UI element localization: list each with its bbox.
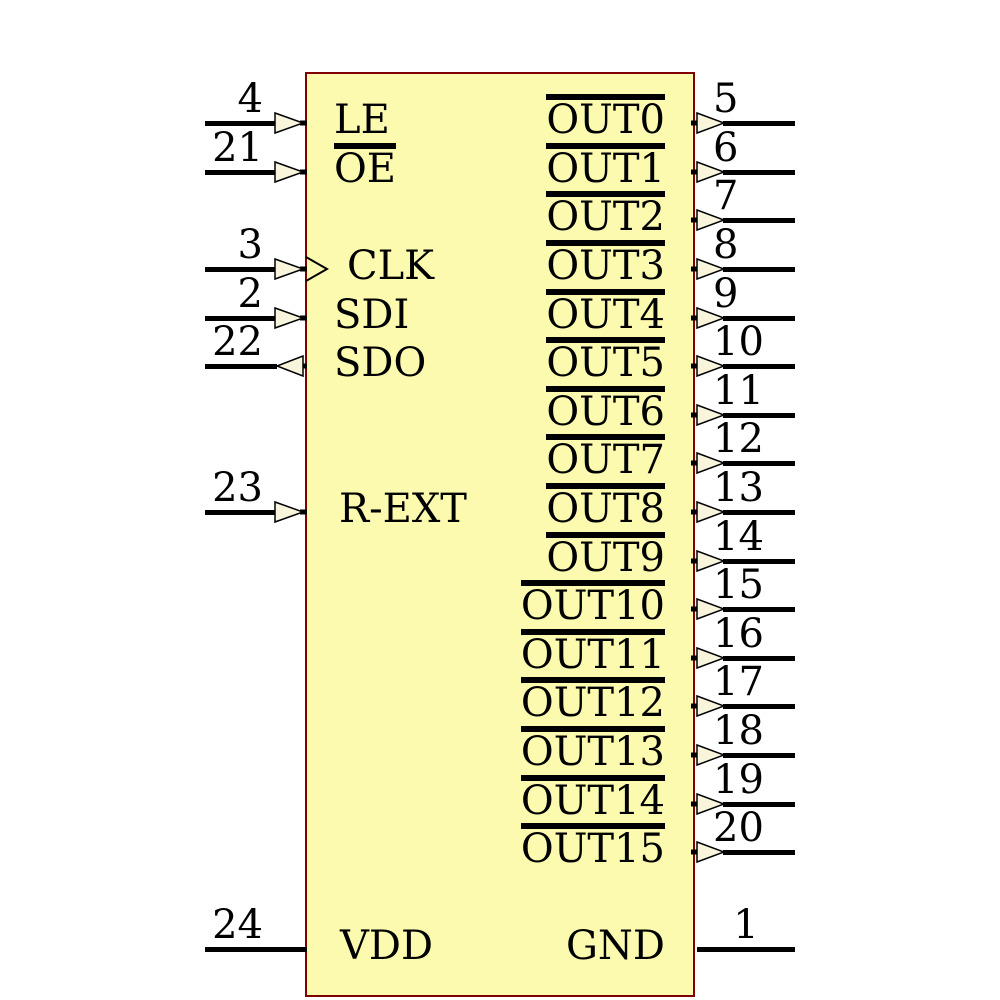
pin-label: SDI (334, 292, 410, 338)
pin-label: OUT14 (520, 775, 666, 824)
pin-number: 3 (237, 222, 263, 268)
output-arrow-icon (691, 208, 725, 232)
pin-number: 10 (713, 319, 764, 365)
pin-number: 5 (713, 76, 739, 122)
pin-label: OUT6 (546, 386, 665, 435)
pin-number: 2 (237, 271, 263, 317)
output-arrow-icon (691, 403, 725, 427)
pin-number: 14 (713, 514, 764, 560)
pin-wire (723, 606, 795, 612)
pin-number: 13 (713, 465, 764, 511)
output-arrow-icon (691, 792, 725, 816)
clock-chevron-icon (305, 256, 329, 282)
pin-label: CLK (347, 243, 435, 289)
pin-label: GND (565, 923, 665, 969)
pin-number: 12 (713, 416, 764, 462)
pin-wire (205, 266, 277, 272)
pin-label: OUT4 (546, 289, 665, 338)
pin-label: OUT8 (546, 483, 665, 532)
pin-number: 23 (212, 465, 263, 511)
pin-wire (723, 120, 795, 126)
input-arrow-icon (274, 500, 307, 524)
pin-wire (723, 460, 795, 466)
pin-number: 1 (733, 902, 759, 948)
output-arrow-icon (691, 257, 725, 281)
pin-wire (723, 655, 795, 661)
pin-number: 16 (713, 611, 764, 657)
pin-number: 22 (212, 319, 263, 365)
input-arrow-icon (274, 111, 307, 135)
pin-label: SDO (334, 340, 427, 386)
output-arrow-icon (691, 306, 725, 330)
pin-label: OUT2 (546, 191, 665, 240)
pin-wire (723, 169, 795, 175)
pin-wire (205, 169, 277, 175)
output-arrow-icon (691, 743, 725, 767)
pin-label: OUT0 (546, 94, 665, 143)
pin-number: 8 (713, 222, 739, 268)
pin-number: 15 (713, 562, 764, 608)
pin-label: OUT7 (546, 434, 665, 483)
pin-label: OUT15 (520, 823, 666, 872)
pin-number: 19 (713, 757, 764, 803)
pin-number: 7 (713, 173, 739, 219)
pin-wire (723, 217, 795, 223)
pin-wire (205, 120, 277, 126)
output-arrow-icon (691, 597, 725, 621)
pin-wire (723, 412, 795, 418)
pin-label: OUT10 (520, 580, 666, 629)
pin-label: OUT5 (546, 337, 665, 386)
pin-label: OE (334, 143, 396, 192)
pin-number: 20 (713, 805, 764, 851)
output-arrow-icon (274, 354, 307, 378)
output-arrow-icon (691, 840, 725, 864)
output-arrow-icon (691, 694, 725, 718)
pin-label: OUT3 (546, 240, 665, 289)
pin-label: OUT11 (520, 629, 666, 678)
output-arrow-icon (691, 451, 725, 475)
pin-wire (205, 315, 277, 321)
pin-label: VDD (340, 923, 434, 969)
pin-wire (723, 558, 795, 564)
pin-wire (723, 752, 795, 758)
pin-wire (723, 849, 795, 855)
output-arrow-icon (691, 160, 725, 184)
pin-number: 21 (212, 125, 263, 171)
pin-wire (723, 363, 795, 369)
pin-wire (723, 703, 795, 709)
pin-wire (697, 946, 795, 952)
pin-number: 6 (713, 125, 739, 171)
input-arrow-icon (274, 257, 307, 281)
output-arrow-icon (691, 500, 725, 524)
pin-number: 18 (713, 708, 764, 754)
pin-label: OUT1 (546, 143, 665, 192)
pin-label: OUT9 (546, 532, 665, 581)
pin-wire (205, 946, 307, 952)
pin-number: 11 (713, 368, 764, 414)
pin-wire (205, 363, 277, 369)
pin-number: 4 (237, 76, 263, 122)
pin-wire (723, 315, 795, 321)
pin-number: 9 (713, 271, 739, 317)
pin-label: LE (334, 97, 390, 143)
input-arrow-icon (274, 306, 307, 330)
pin-wire (723, 509, 795, 515)
pin-label: R-EXT (339, 486, 467, 532)
pin-wire (205, 509, 277, 515)
pin-number: 24 (212, 902, 263, 948)
output-arrow-icon (691, 111, 725, 135)
output-arrow-icon (691, 549, 725, 573)
input-arrow-icon (274, 160, 307, 184)
pin-number: 17 (713, 659, 764, 705)
pin-label: OUT13 (520, 726, 666, 775)
pin-label: OUT12 (520, 677, 666, 726)
output-arrow-icon (691, 646, 725, 670)
pin-wire (723, 266, 795, 272)
output-arrow-icon (691, 354, 725, 378)
pin-wire (723, 801, 795, 807)
